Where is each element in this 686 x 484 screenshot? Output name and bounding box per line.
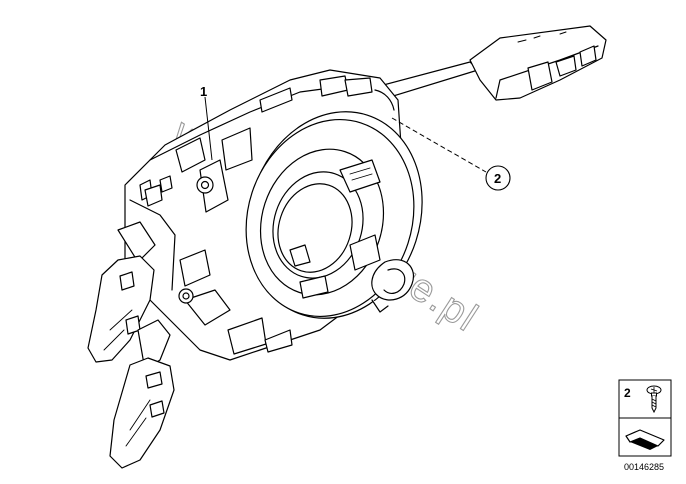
wiper-stalk <box>371 25 607 101</box>
legend-box: 2 <box>618 379 672 419</box>
left-stalk-upper <box>87 221 156 363</box>
callout-2-label: 2 <box>494 171 501 186</box>
steering-column-switch-cluster <box>87 25 607 469</box>
callout-2[interactable]: 2 <box>391 117 511 191</box>
mounting-tab <box>144 184 163 207</box>
left-stalk-lower <box>109 319 175 469</box>
screw-icon <box>646 385 662 414</box>
callout-1-label: 1 <box>200 84 207 99</box>
clock-spring-ring <box>245 89 423 319</box>
mounting-tab <box>264 329 293 353</box>
jump-arrow-icon[interactable] <box>618 417 672 457</box>
callout-1[interactable]: 1 <box>200 84 213 161</box>
legend-item-number: 2 <box>624 386 631 400</box>
image-code: 00146285 <box>624 462 664 472</box>
